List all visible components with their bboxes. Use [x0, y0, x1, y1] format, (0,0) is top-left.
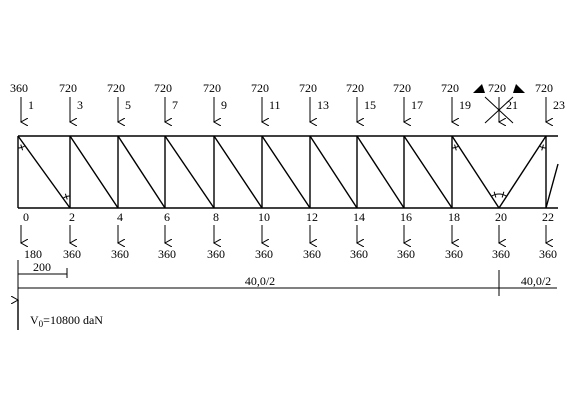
cross-mark: [484, 96, 514, 124]
bottom-node-label: 22: [542, 210, 554, 224]
top-load-value: 720: [441, 81, 459, 95]
top-node-label: 13: [317, 98, 329, 112]
dim-half-left: 40,0/2: [245, 274, 275, 288]
top-load-value: 720: [346, 81, 364, 95]
angle-tick: [454, 144, 457, 151]
bottom-load-value: 360: [492, 247, 510, 261]
top-load-value: 720: [251, 81, 269, 95]
top-load-value: 720: [154, 81, 172, 95]
bottom-load-value: 360: [207, 247, 225, 261]
top-node-label: 11: [269, 98, 281, 112]
top-load-value: 720: [299, 81, 317, 95]
angle-tick: [64, 193, 68, 200]
bottom-node-label: 8: [213, 210, 219, 224]
truss-diagonal: [117, 135, 166, 209]
bottom-load-value: 360: [255, 247, 273, 261]
bottom-node-label: 14: [353, 210, 365, 224]
bottom-load-value: 180: [24, 247, 42, 261]
dim-panel: 200: [33, 260, 51, 274]
truss-diagonal: [164, 135, 215, 209]
truss-diagonal: [213, 135, 263, 209]
top-node-label: 5: [125, 98, 131, 112]
top-node-label: 15: [364, 98, 376, 112]
angle-tick: [493, 191, 497, 198]
top-node-label: 17: [411, 98, 423, 112]
bottom-node-label: 4: [117, 210, 123, 224]
truss-diagonal: [309, 135, 358, 209]
reaction-label: V0=10800 daN: [30, 313, 103, 329]
top-node-label: 1: [28, 98, 34, 112]
flag-mark: [473, 84, 485, 93]
top-node-label: 7: [172, 98, 178, 112]
bottom-load-value: 360: [539, 247, 557, 261]
top-node-label: 21: [506, 98, 518, 112]
truss-diagonal: [451, 135, 500, 209]
top-node-label: 9: [221, 98, 227, 112]
flag-mark: [513, 84, 525, 93]
truss-diagonal: [69, 135, 119, 209]
truss-diagonal: [356, 135, 405, 209]
truss-diagonal: [498, 135, 547, 209]
bottom-node-label: 6: [164, 210, 170, 224]
bottom-load-value: 360: [63, 247, 81, 261]
top-load-value: 360: [10, 81, 28, 95]
angle-tick: [541, 144, 544, 151]
truss-diagonal: [545, 163, 559, 209]
top-load-value: 720: [203, 81, 221, 95]
bottom-load-value: 360: [158, 247, 176, 261]
top-node-label: 3: [77, 98, 83, 112]
top-load-value: 720: [488, 81, 506, 95]
dim-half-right: 40,0/2: [521, 274, 551, 288]
truss-diagonal: [261, 135, 311, 209]
bottom-node-label: 16: [400, 210, 412, 224]
top-node-label: 23: [553, 98, 565, 112]
bottom-node-label: 18: [448, 210, 460, 224]
bottom-load-value: 360: [303, 247, 321, 261]
top-load-value: 720: [59, 81, 77, 95]
bottom-node-label: 2: [69, 210, 75, 224]
truss-diagonal: [17, 135, 71, 209]
angle-tick: [20, 144, 24, 151]
angle-tick: [501, 191, 505, 198]
top-load-value: 720: [393, 81, 411, 95]
bottom-node-label: 12: [306, 210, 318, 224]
top-node-label: 19: [459, 98, 471, 112]
bottom-node-label: 0: [23, 210, 29, 224]
bottom-node-label: 10: [258, 210, 270, 224]
bottom-load-value: 360: [111, 247, 129, 261]
bottom-load-value: 360: [397, 247, 415, 261]
bottom-load-value: 360: [350, 247, 368, 261]
top-load-value: 720: [107, 81, 125, 95]
bottom-node-label: 20: [495, 210, 507, 224]
truss-diagonal: [403, 135, 453, 209]
bottom-load-value: 360: [445, 247, 463, 261]
top-load-value: 720: [535, 81, 553, 95]
